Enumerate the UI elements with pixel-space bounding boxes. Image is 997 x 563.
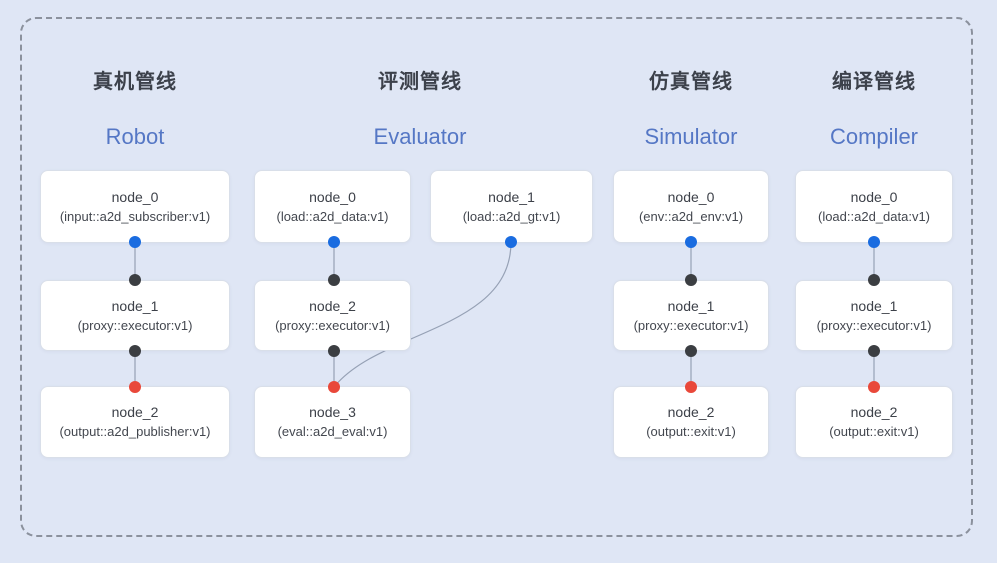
black-port-dot [868,345,880,357]
blue-port-dot [328,236,340,248]
pipeline-title-en-evaluator: Evaluator [373,124,467,149]
node-name: node_2 [309,297,356,314]
pipeline-title-en-compiler: Compiler [829,124,919,149]
black-port-dot [328,274,340,286]
black-port-dot [685,345,697,357]
node-name: node_1 [111,297,159,314]
node-simulator-node0: node_0 (env::a2d_env:v1) [613,170,769,243]
node-type: (output::a2d_publisher:v1) [59,424,211,440]
pipeline-title-cn-robot: 真机管线 [93,71,177,93]
node-type: (load::a2d_data:v1) [817,208,931,224]
node-name: node_0 [667,188,715,205]
node-robot-node2: node_2 (output::a2d_publisher:v1) [40,386,230,458]
node-name: node_1 [667,297,715,314]
pipeline-title-en-simulator: Simulator [644,124,738,149]
node-type: (proxy::executor:v1) [77,317,193,333]
pipeline-title-en-robot: Robot [105,124,165,149]
blue-port-dot [685,236,697,248]
node-name: node_0 [309,188,356,205]
pipeline-title-cn-compiler: 编译管线 [832,71,916,93]
node-type: (load::a2d_gt:v1) [462,208,561,224]
dashed-frame [20,17,973,537]
red-port-dot [328,381,340,393]
node-name: node_2 [667,404,715,421]
node-name: node_0 [111,188,159,205]
node-evaluator-node1: node_1 (load::a2d_gt:v1) [430,170,593,243]
node-type: (proxy::executor:v1) [633,317,749,333]
node-name: node_1 [488,188,535,205]
node-name: node_1 [850,297,898,314]
blue-port-dot [129,236,141,248]
node-simulator-node1: node_1 (proxy::executor:v1) [613,280,769,351]
red-port-dot [129,381,141,393]
black-port-dot [868,274,880,286]
node-type: (input::a2d_subscriber:v1) [59,208,211,224]
node-type: (eval::a2d_eval:v1) [277,424,388,440]
node-robot-node1: node_1 (proxy::executor:v1) [40,280,230,351]
node-evaluator-node3: node_3 (eval::a2d_eval:v1) [254,386,411,458]
black-port-dot [685,274,697,286]
node-compiler-node1: node_1 (proxy::executor:v1) [795,280,953,351]
node-type: (env::a2d_env:v1) [638,208,744,224]
node-simulator-node2: node_2 (output::exit:v1) [613,386,769,458]
node-type: (proxy::executor:v1) [816,317,932,333]
node-evaluator-node2: node_2 (proxy::executor:v1) [254,280,411,351]
node-evaluator-node0: node_0 (load::a2d_data:v1) [254,170,411,243]
node-compiler-node0: node_0 (load::a2d_data:v1) [795,170,953,243]
node-type: (proxy::executor:v1) [275,317,390,333]
red-port-dot [868,381,880,393]
blue-port-dot [868,236,880,248]
node-type: (load::a2d_data:v1) [276,208,389,224]
blue-port-dot [505,236,517,248]
node-type: (output::exit:v1) [646,424,736,440]
node-name: node_2 [850,404,898,421]
black-port-dot [328,345,340,357]
node-compiler-node2: node_2 (output::exit:v1) [795,386,953,458]
node-name: node_3 [309,404,356,421]
node-robot-node0: node_0 (input::a2d_subscriber:v1) [40,170,230,243]
node-name: node_0 [850,188,898,205]
pipeline-title-cn-evaluator: 评测管线 [378,71,462,93]
black-port-dot [129,345,141,357]
node-name: node_2 [111,404,159,421]
black-port-dot [129,274,141,286]
node-type: (output::exit:v1) [829,424,919,440]
pipeline-title-cn-simulator: 仿真管线 [649,71,733,93]
red-port-dot [685,381,697,393]
